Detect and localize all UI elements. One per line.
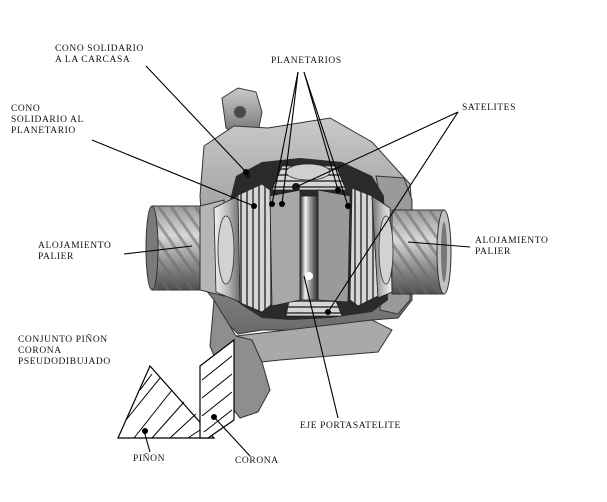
left-axle-housing bbox=[145, 199, 225, 297]
label-pinon: PIÑON bbox=[133, 454, 166, 464]
label-cono-carcasa: CONO SOLIDARIO A LA CARCASA bbox=[55, 44, 144, 65]
leader-dots bbox=[243, 169, 351, 315]
label-satelites: SATELITES bbox=[462, 103, 516, 113]
pinion-crown-sketch bbox=[117, 338, 235, 439]
label-eje-portasatelite: EJE PORTASATELITE bbox=[300, 421, 401, 431]
label-cono-planetario: CONO SOLIDARIO AL PLANETARIO bbox=[11, 104, 84, 136]
right-axle-housing bbox=[391, 209, 452, 295]
internal-gears bbox=[213, 163, 394, 317]
leader-lines bbox=[91, 65, 471, 457]
label-corona: CORONA bbox=[235, 456, 279, 466]
label-conjunto-pinon-corona: CONJUNTO PIÑON CORONA PSEUDODIBUJADO bbox=[18, 335, 111, 367]
label-planetarios: PLANETARIOS bbox=[271, 56, 342, 66]
label-alojamiento-palier-right: ALOJAMIENTO PALIER bbox=[475, 236, 549, 257]
label-alojamiento-palier-left: ALOJAMIENTO PALIER bbox=[38, 241, 112, 262]
